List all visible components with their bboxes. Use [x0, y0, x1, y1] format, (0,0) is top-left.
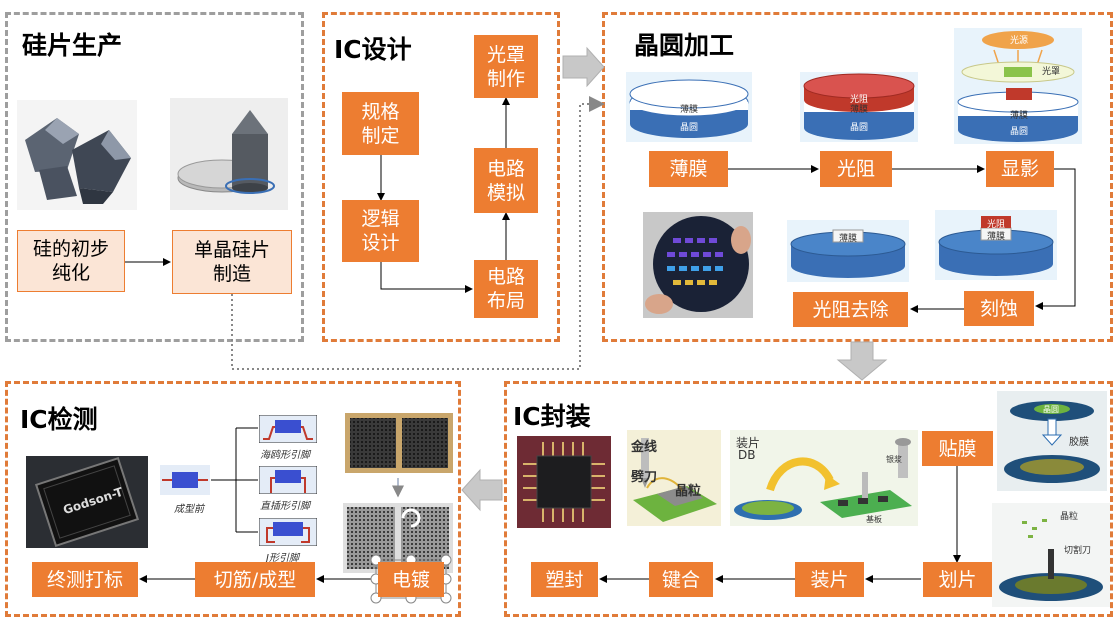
final-test-marking-step[interactable]: 终测打标 — [32, 562, 138, 597]
die-label: 晶粒 — [675, 484, 702, 499]
wafer-top-label: 晶圆 — [1043, 405, 1059, 414]
cutter-label: 劈刀 — [631, 470, 658, 485]
wafer-processing-panel — [602, 12, 1113, 342]
die-attach-label: 装片 — [736, 436, 761, 450]
molding-step[interactable]: 塑封 — [531, 562, 598, 597]
lead-form-before — [160, 465, 210, 495]
raw-silicon-photo — [17, 100, 137, 210]
thin-film-step[interactable]: 薄膜 — [649, 151, 728, 187]
photoresist-removal-step[interactable]: 光阻去除 — [793, 292, 908, 327]
lead-frame-photo-top — [345, 413, 453, 473]
wire-bonding-illustration: 金线 劈刀 晶粒 — [627, 430, 721, 526]
cutting-blade-label: 切割刀 — [1064, 546, 1092, 556]
develop-step[interactable]: 显影 — [986, 151, 1054, 187]
godson-chip-photo: Godson-T — [26, 456, 148, 548]
photoresist-image-label-2: 光阻 — [987, 220, 1006, 230]
ic-packaging-panel — [504, 381, 1113, 617]
film-label: 薄膜 — [680, 105, 699, 115]
plating-step[interactable]: 电镀 — [378, 562, 444, 597]
wafer-photo — [643, 212, 753, 318]
photomask-step[interactable]: 光罩 制作 — [474, 35, 538, 98]
etch-step[interactable]: 刻蚀 — [964, 291, 1034, 326]
lead-form-before-label: 成型前 — [174, 504, 204, 515]
ic-packaging-title: IC封装 — [513, 402, 591, 431]
film-label-2: 薄膜 — [850, 105, 869, 115]
wafer-film-illustration: 薄膜 晶圆 — [626, 72, 752, 142]
development-illustration: 光源 光罩 薄膜 晶圆 — [954, 28, 1082, 144]
light-source-label: 光源 — [1010, 36, 1029, 46]
silicon-purification-step[interactable]: 硅的初步 纯化 — [17, 230, 125, 292]
etch-illustration-1: 薄膜 — [787, 220, 909, 282]
ic-design-title: IC设计 — [334, 35, 412, 64]
adhesive-label: 胶膜 — [1069, 437, 1089, 448]
photoresist-step[interactable]: 光阻 — [820, 151, 892, 187]
qfp-chip-photo — [517, 436, 611, 528]
photoresist-image-label: 光阻 — [850, 95, 869, 105]
film-label-5: 薄膜 — [987, 232, 1006, 242]
through-hole-label: 直插形引脚 — [260, 501, 310, 512]
ic-testing-panel — [5, 381, 461, 617]
lead-form-through-hole — [259, 466, 317, 494]
silicon-production-title: 硅片生产 — [22, 31, 123, 60]
mask-label: 光罩 — [1042, 67, 1061, 77]
single-crystal-wafer-step[interactable]: 单晶硅片 制造 — [172, 230, 292, 294]
tape-mount-step[interactable]: 贴膜 — [922, 431, 993, 466]
dicing-illustration: 晶粒 切割刀 — [992, 503, 1110, 607]
film-label-4: 薄膜 — [839, 234, 858, 244]
glue-label: 银浆 — [886, 455, 902, 464]
j-lead-label: J形引脚 — [266, 553, 299, 564]
wafer-label: 晶圆 — [680, 123, 699, 133]
silicon-ingot-photo — [170, 98, 288, 210]
logic-design-step[interactable]: 逻辑 设计 — [342, 200, 419, 262]
dicing-step[interactable]: 划片 — [923, 562, 992, 597]
die-attach-step[interactable]: 装片 — [795, 562, 864, 597]
substrate-label: 基板 — [866, 515, 882, 524]
spec-definition-step[interactable]: 规格 制定 — [342, 92, 419, 155]
trim-form-step[interactable]: 切筋/成型 — [195, 562, 315, 597]
etch-illustration-2: 光阻 薄膜 — [935, 210, 1057, 280]
wafer-label-3: 晶圆 — [1010, 127, 1029, 137]
die-attach-illustration: 装片 DB 基板 银浆 — [730, 430, 918, 526]
wafer-label-2: 晶圆 — [850, 123, 869, 133]
photoresist-illustration: 光阻 薄膜 晶圆 — [800, 72, 918, 142]
circuit-simulation-step[interactable]: 电路 模拟 — [474, 148, 538, 213]
tape-mount-illustration: 晶圆 胶膜 — [997, 391, 1107, 491]
gold-wire-label: 金线 — [631, 440, 658, 455]
ic-testing-title: IC检测 — [20, 405, 98, 434]
die-attach-abbr-label: DB — [738, 448, 756, 462]
gull-wing-label: 海鸥形引脚 — [260, 450, 310, 461]
lead-form-j-lead — [259, 518, 317, 546]
circuit-layout-step[interactable]: 电路 布局 — [474, 260, 538, 318]
film-label-3: 薄膜 — [1010, 111, 1029, 121]
die-label-2: 晶粒 — [1060, 512, 1079, 522]
lead-form-gull-wing — [259, 415, 317, 443]
wire-bond-step[interactable]: 键合 — [649, 562, 713, 597]
wafer-processing-title: 晶圆加工 — [634, 31, 735, 60]
